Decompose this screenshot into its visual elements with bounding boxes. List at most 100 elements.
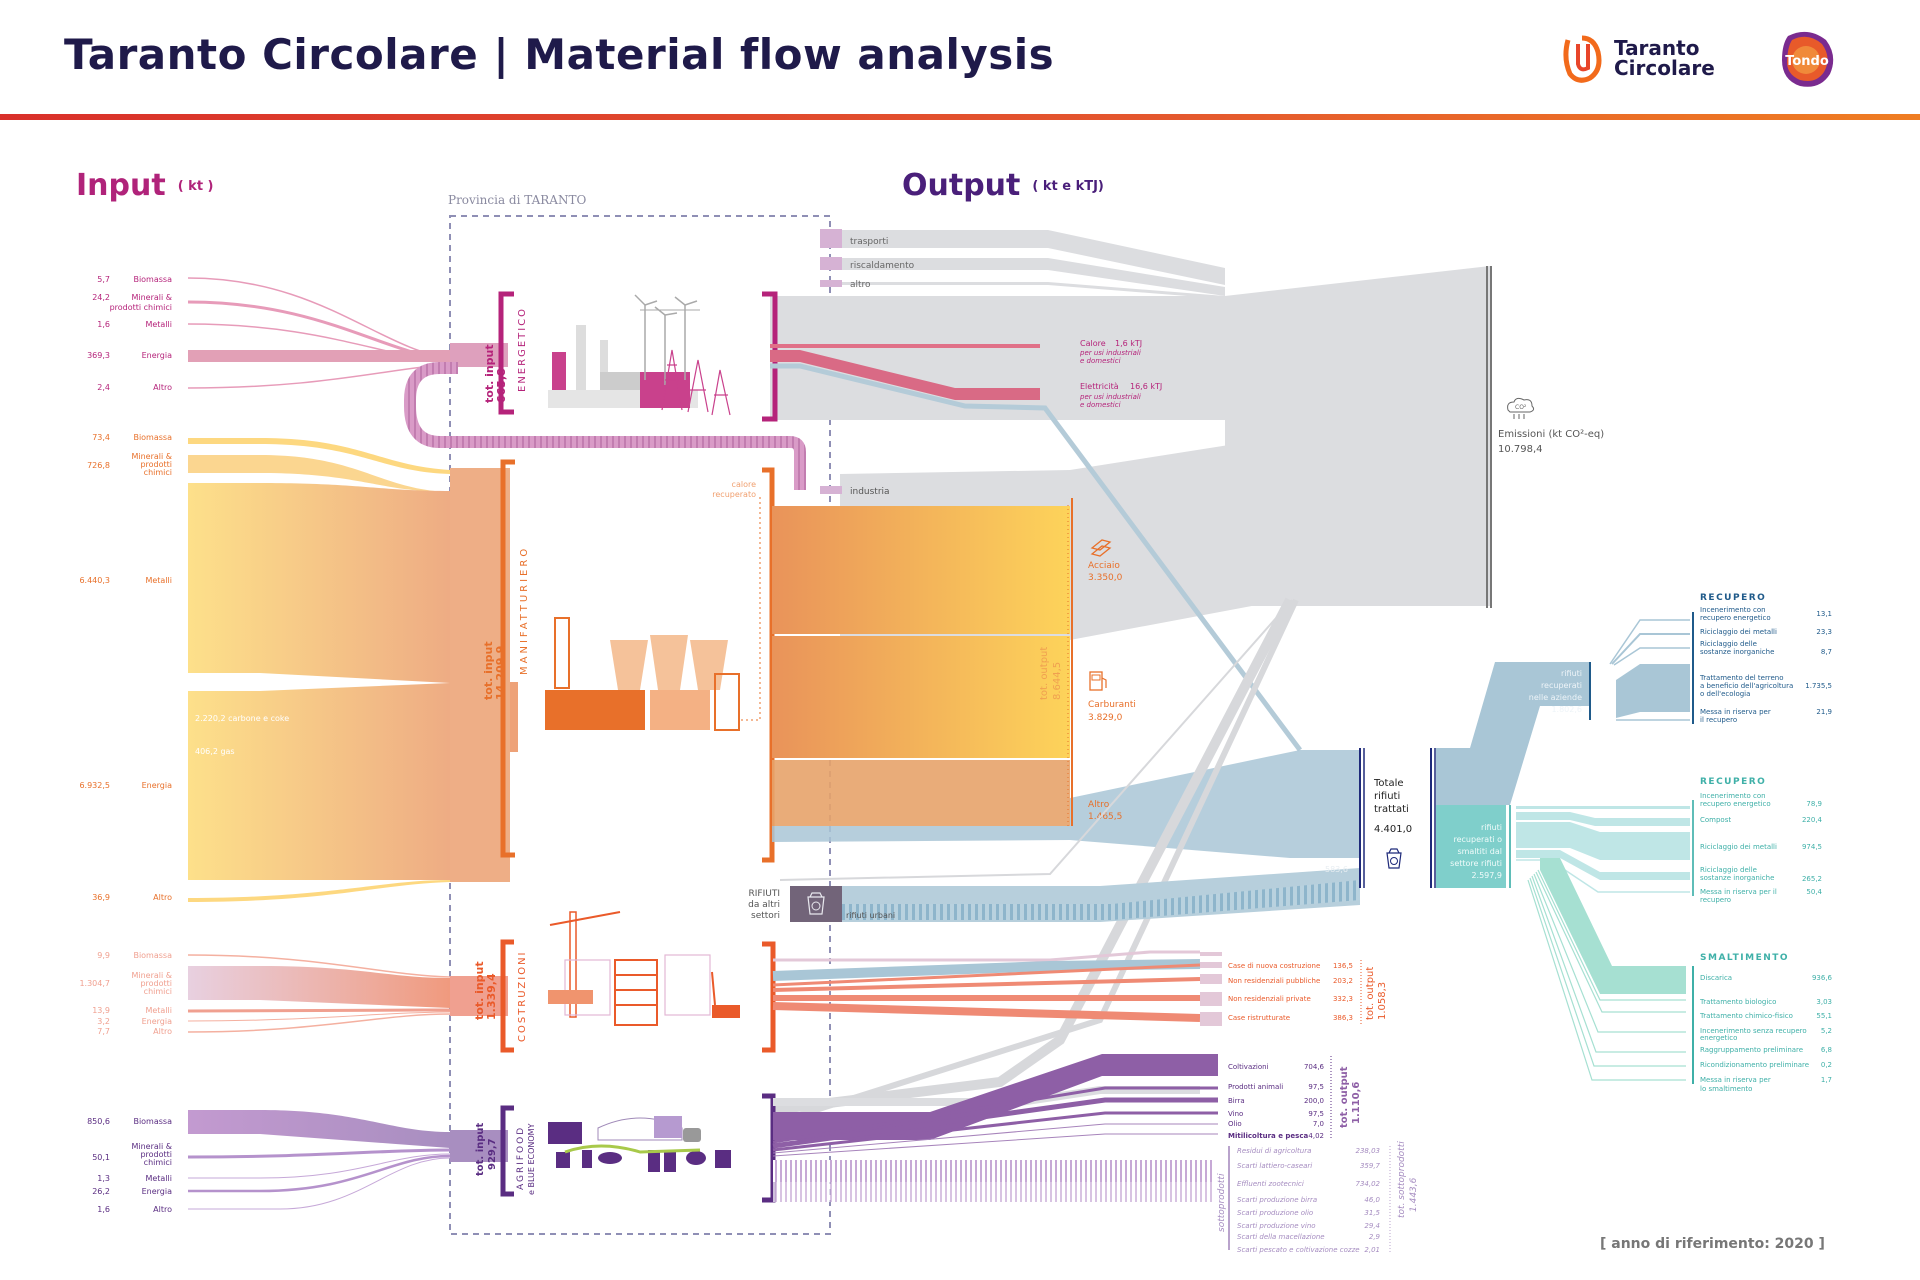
diagonal-emission-links [771,597,1299,1118]
en-input-label: Energia [142,351,172,360]
input-section-title: Input( kt ) [76,168,214,203]
agr-output-value: 97,5 [1308,1110,1324,1118]
rc-item-label: Riciclaggio delle [1700,640,1757,648]
cos-input-value: 9,9 [97,951,110,960]
manifatturiero-sector-name: MANIFATTURIERO [519,546,530,675]
label-riscaldamento: riscaldamento [850,261,915,271]
costruzioni-sector-name: COSTRUZIONI [517,950,528,1042]
costruzioni-input-flows [187,954,508,1033]
en-input-label: Minerali & [131,293,172,302]
emissions-value: 10.798,4 [1498,444,1543,455]
flow-calore [770,344,1040,348]
flow-waste-companies [1436,662,1590,805]
agr-input-label: Energia [142,1187,172,1196]
recovery-companies-title: RECUPERO [1700,593,1766,603]
waste-sector-value: 2.597,9 [1471,871,1502,880]
rc-item-value: 23,3 [1816,628,1832,636]
co2-cloud-icon: CO² [1507,397,1535,419]
agr-input-label: Metalli [145,1174,172,1183]
recovery-sector-items: Incenerimento con recupero energetico 78… [1700,792,1823,904]
power-plant-illustration [548,294,731,416]
byproduct-label: Scarti produzione olio [1237,1209,1313,1217]
output-unit: ( kt e kTJ) [1032,179,1104,194]
energetico-bracket-left [498,291,514,415]
ds-item-label: Trattamento biologico [1699,998,1776,1006]
rs-item-label: Messa in riserva per il [1700,888,1777,896]
flow-rifiuti-urbani-2 [1112,880,1360,920]
agrifood-bracket-right [762,1093,776,1203]
construction-illustration [548,911,740,1026]
man-input-label-3: chimici [144,468,172,477]
flow-birra [772,1097,1218,1149]
total-waste-label-2: rifiuti [1374,791,1400,802]
total-waste-value: 4.401,0 [1374,824,1412,835]
flow-coltivazioni [773,1054,1218,1140]
flow-man-altro [772,760,1070,826]
cos-input-label: Energia [142,1017,172,1026]
waste-sector-label-3: smaltiti dal [1457,847,1502,856]
cos-output-value: 203,2 [1333,977,1353,985]
agrifood-sector-name: AGRIFOOD [516,1126,526,1190]
recovered-heat-loop [404,362,806,490]
marker-industria [820,486,842,494]
byproduct-value: 734,02 [1356,1180,1381,1188]
header-divider [0,114,1920,120]
carburanti-value: 3.829,0 [1088,713,1123,723]
svg-text:CO²: CO² [1515,404,1527,411]
man-tot-output-value: 8.644,5 [1052,662,1063,700]
rs-item-label-2: recupero [1700,896,1731,904]
byproduct-label: Scarti lattiero-caseari [1237,1162,1312,1170]
waste-companies-value: 1.802,6 [1551,705,1582,714]
rs-item-value: 50,4 [1806,888,1822,896]
carbone-coke-label: 2.220,2 carbone e coke [195,714,289,723]
agrifood-sector-name-2: e BLUE ECONOMY [527,1123,536,1195]
agr-input-label-2: prodotti [140,1150,172,1159]
logo-tc-line1: Taranto [1614,36,1700,60]
byproduct-label: Scarti produzione birra [1237,1196,1317,1204]
ds-item-value: 5,2 [1821,1027,1832,1035]
rs-item-label-2: sostanze inorganiche [1700,874,1774,882]
input-title: Input [76,168,166,203]
agrifood-tot-input-value: 929,7 [487,1138,498,1170]
recovery-companies-items: Incenerimento con recupero energetico 13… [1699,606,1832,724]
disposal-flows [1527,858,1686,1081]
byproduct-value: 359,7 [1360,1162,1381,1170]
flow-man-metalli [188,483,450,683]
reference-year-note: [ anno di riferimento: 2020 ] [1600,1236,1825,1252]
manifatturiero-bracket-right [762,467,775,863]
ds-item-label-2: lo smaltimento [1700,1085,1752,1093]
flow-elettricita [770,350,1040,400]
manifatturiero-input-node [450,468,510,882]
rc-item-label-2: a beneficio dell'agricoltura [1700,682,1793,690]
man-input-label: Metalli [145,576,172,585]
rc-item-label: Riciclaggio dei metalli [1700,628,1777,636]
elettricita-note: per usi industriali [1079,393,1141,401]
rc-item-value: 13,1 [1816,610,1832,618]
byproducts-items: Residui di agricoltura 238,03 Scarti lat… [1237,1147,1381,1254]
man-input-label: Biomassa [133,433,172,442]
ds-item-value: 936,6 [1812,974,1833,982]
en-input-value: 24,2 [92,293,110,302]
agr-tot-output-label: tot. output [1339,1066,1350,1128]
en-input-label-2: prodotti chimici [110,303,172,312]
en-input-value: 369,3 [87,351,110,360]
calore-note-2: e domestici [1080,357,1121,365]
carburanti-label: Carburanti [1088,700,1136,710]
label-industria: industria [850,487,890,497]
ds-item-label: Trattamento chimico-fisico [1699,1012,1793,1020]
recycle-bin-icon [807,892,825,915]
label-trasporti: trasporti [850,237,888,247]
output-section-title: Output( kt e kTJ) [902,168,1104,203]
calore-label: Calore [1080,339,1106,348]
energetico-input-node [450,343,508,367]
agr-input-label: Altro [153,1205,172,1214]
man-tot-output-label: tot. output [1039,647,1050,700]
man-input-label: Altro [153,893,172,902]
rs-item-label-2: recupero energetico [1700,800,1771,808]
rifiuti-altri-settori-node [790,886,842,922]
emission-source-markers: trasporti riscaldamento altro industria [820,229,915,497]
agr-output-value: 200,0 [1304,1097,1324,1105]
flow-cos-nuova [772,963,1201,987]
rifiuti-label-2: da altri [748,900,780,910]
